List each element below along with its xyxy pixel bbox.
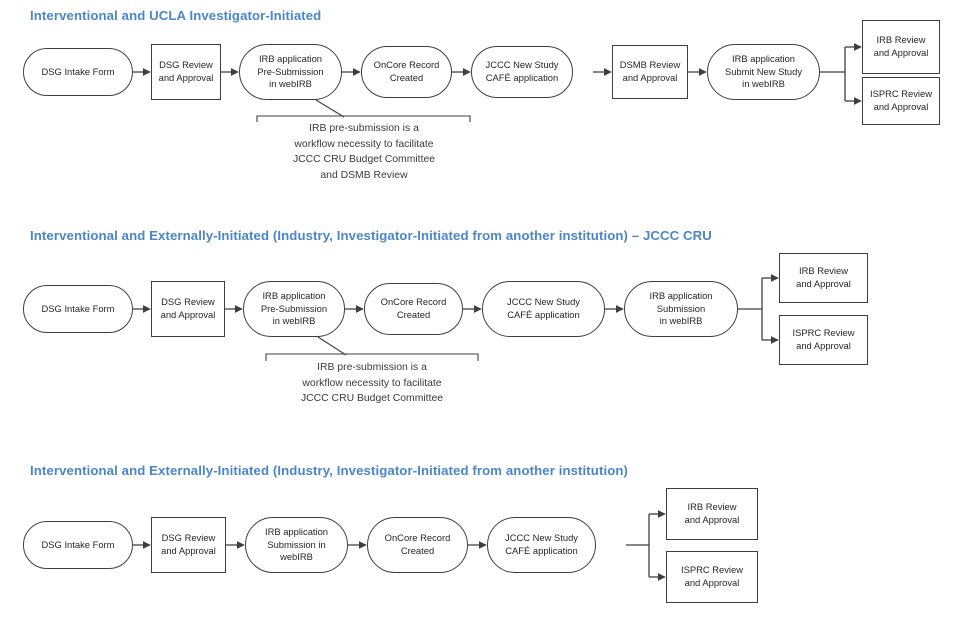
node-label: OnCore Record Created (373, 59, 440, 83)
node-label: ISPRC Review and Approval (681, 564, 743, 588)
node-irb-submit-new-study[interactable]: IRB application Submit New Study in webI… (707, 44, 820, 100)
note-irb-pre-submission-rationale: IRB pre-submission is a workflow necessi… (300, 362, 444, 404)
node-jccc-new-study-cafe[interactable]: JCCC New Study CAFÉ application (487, 517, 596, 573)
node-dsmb-review-and-approval[interactable]: DSMB Review and Approval (612, 45, 688, 99)
node-jccc-new-study-cafe[interactable]: JCCC New Study CAFÉ application (482, 281, 605, 337)
node-irb-application-submission[interactable]: IRB application Submission in webIRB (624, 281, 738, 337)
node-label: OnCore Record Created (384, 532, 451, 556)
node-oncore-record-created[interactable]: OnCore Record Created (361, 46, 452, 98)
node-irb-review-and-approval[interactable]: IRB Review and Approval (666, 488, 758, 540)
node-label: JCCC New Study CAFÉ application (507, 296, 580, 320)
node-isprc-review-and-approval[interactable]: ISPRC Review and Approval (862, 77, 940, 125)
section-1-heading: Interventional and UCLA Investigator-Ini… (30, 8, 322, 23)
node-dsg-intake-form[interactable]: DSG Intake Form (23, 285, 133, 333)
node-label: OnCore Record Created (380, 296, 447, 320)
node-label: IRB Review and Approval (684, 501, 740, 525)
node-dsg-review-and-approval[interactable]: DSG Review and Approval (151, 281, 225, 337)
node-label: IRB application Pre-Submission in webIRB (257, 53, 324, 90)
node-irb-review-and-approval[interactable]: IRB Review and Approval (779, 253, 868, 303)
node-label: DSG Review and Approval (160, 296, 216, 320)
node-jccc-new-study-cafe[interactable]: JCCC New Study CAFÉ application (471, 46, 573, 98)
node-irb-review-and-approval[interactable]: IRB Review and Approval (862, 20, 940, 74)
node-dsg-review-and-approval[interactable]: DSG Review and Approval (151, 44, 221, 100)
node-label: IRB application Submit New Study in webI… (724, 53, 803, 90)
node-label: DSG Intake Form (41, 538, 115, 550)
node-label: ISPRC Review and Approval (870, 88, 932, 112)
node-isprc-review-and-approval[interactable]: ISPRC Review and Approval (779, 315, 868, 365)
node-label: IRB application Submission in webIRB (649, 290, 713, 327)
node-label: DSMB Review and Approval (619, 59, 681, 83)
node-irb-pre-submission[interactable]: IRB application Pre-Submission in webIRB (243, 281, 345, 337)
section-2-heading: Interventional and Externally-Initiated … (30, 228, 712, 243)
node-oncore-record-created[interactable]: OnCore Record Created (364, 283, 463, 335)
section-3-heading: Interventional and Externally-Initiated … (30, 463, 629, 478)
node-dsg-intake-form[interactable]: DSG Intake Form (23, 48, 133, 96)
node-isprc-review-and-approval[interactable]: ISPRC Review and Approval (666, 551, 758, 603)
node-label: DSG Review and Approval (161, 532, 216, 556)
node-label: IRB Review and Approval (796, 265, 851, 289)
node-label: IRB application Submission in webIRB (264, 526, 329, 563)
note-irb-pre-submission-rationale: IRB pre-submission is a workflow necessi… (292, 123, 436, 181)
node-label: DSG Intake Form (41, 302, 115, 314)
node-irb-pre-submission[interactable]: IRB application Pre-Submission in webIRB (239, 44, 342, 100)
node-oncore-record-created[interactable]: OnCore Record Created (367, 517, 468, 573)
node-label: ISPRC Review and Approval (792, 327, 855, 351)
node-irb-application-submission[interactable]: IRB application Submission in webIRB (245, 517, 348, 573)
node-dsg-intake-form[interactable]: DSG Intake Form (23, 521, 133, 569)
node-dsg-review-and-approval[interactable]: DSG Review and Approval (151, 517, 226, 573)
node-label: DSG Intake Form (41, 65, 115, 77)
node-label: JCCC New Study CAFÉ application (505, 532, 578, 556)
node-label: IRB application Pre-Submission in webIRB (260, 290, 328, 327)
node-label: IRB Review and Approval (873, 34, 929, 58)
node-label: DSG Review and Approval (158, 59, 214, 83)
node-label: JCCC New Study CAFÉ application (485, 59, 559, 83)
